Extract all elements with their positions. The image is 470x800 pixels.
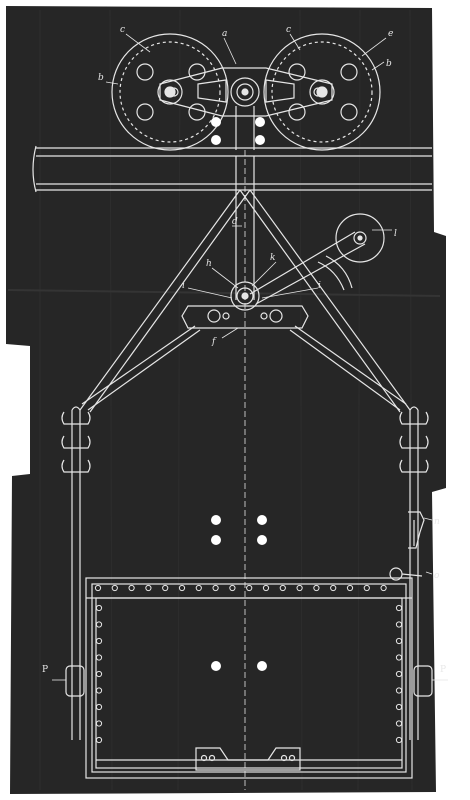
rivet: [95, 670, 103, 678]
rivet: [95, 621, 103, 628]
label-a: a: [222, 29, 227, 39]
label-o: o: [434, 571, 440, 581]
label-c-right: c: [286, 25, 291, 35]
lower-diagonals: [81, 325, 407, 411]
rivet: [95, 736, 103, 744]
right-pivot: [413, 665, 448, 697]
label-p-left: P: [42, 665, 48, 675]
rivet: [246, 584, 253, 592]
rivet: [395, 654, 403, 661]
rivet: [363, 584, 370, 592]
label-d: d: [232, 217, 238, 227]
rivet: [95, 720, 103, 727]
label-h: h: [206, 259, 212, 269]
bottom-handle: [195, 747, 301, 771]
crossbar: [181, 305, 309, 329]
rivet: [212, 584, 219, 592]
rivet: [178, 584, 186, 592]
rivet: [229, 584, 236, 592]
rivet: [162, 584, 169, 592]
rivet: [395, 670, 403, 678]
label-b-left: b: [98, 73, 104, 83]
basket-rivets: [94, 584, 403, 744]
rivet: [395, 604, 403, 612]
label-e: e: [388, 29, 393, 39]
rivet: [262, 584, 270, 592]
left-pivot: [52, 665, 85, 697]
rivet: [313, 584, 320, 592]
label-l: l: [394, 229, 397, 239]
label-p-right: P: [440, 665, 446, 675]
blueprint-sheet: [6, 6, 446, 794]
leader-lines-top: [105, 33, 387, 85]
small-pulley: [335, 213, 385, 263]
center-bearing: [230, 281, 260, 311]
rivet: [279, 584, 286, 592]
rivet: [395, 720, 403, 727]
right-clamps: [399, 411, 429, 473]
label-b-right: b: [386, 59, 392, 69]
a-frame-struts: [79, 189, 411, 413]
label-i-left: i: [182, 281, 185, 291]
label-n: n: [434, 517, 440, 527]
link-plate: [159, 67, 333, 117]
rivet: [395, 621, 403, 628]
rivet: [195, 584, 202, 592]
left-clamps: [61, 411, 91, 473]
rivet: [395, 687, 403, 694]
rivet: [95, 604, 103, 612]
rivet: [395, 637, 403, 645]
label-f: f: [211, 337, 217, 347]
rivet: [94, 584, 102, 592]
rivet: [296, 584, 303, 592]
rail-beam: [32, 145, 432, 193]
rivet: [95, 687, 103, 694]
rivet: [111, 584, 118, 592]
right-latch: [389, 511, 433, 581]
rivet: [95, 654, 103, 661]
label-i-right: i: [318, 281, 321, 291]
rivet: [95, 637, 103, 645]
rivet: [145, 584, 152, 592]
rivet: [395, 703, 403, 711]
rivet: [346, 584, 354, 592]
pulley-arm: [249, 231, 366, 305]
leader-lines-middle: [187, 225, 319, 339]
left-upright: [71, 406, 81, 740]
rivet: [380, 584, 387, 592]
right-wheel: [263, 33, 381, 151]
rivet: [330, 584, 337, 592]
bolt-holes: [211, 117, 267, 671]
label-k: k: [270, 253, 275, 263]
basket-frame: [85, 577, 413, 779]
rivet: [395, 736, 403, 744]
paper-texture: [7, 9, 441, 791]
rivet: [95, 703, 103, 711]
label-c-left: c: [120, 25, 125, 35]
rivet: [128, 584, 135, 592]
part-labels: c a c e b b d l h k i i f n o P P: [42, 25, 446, 675]
